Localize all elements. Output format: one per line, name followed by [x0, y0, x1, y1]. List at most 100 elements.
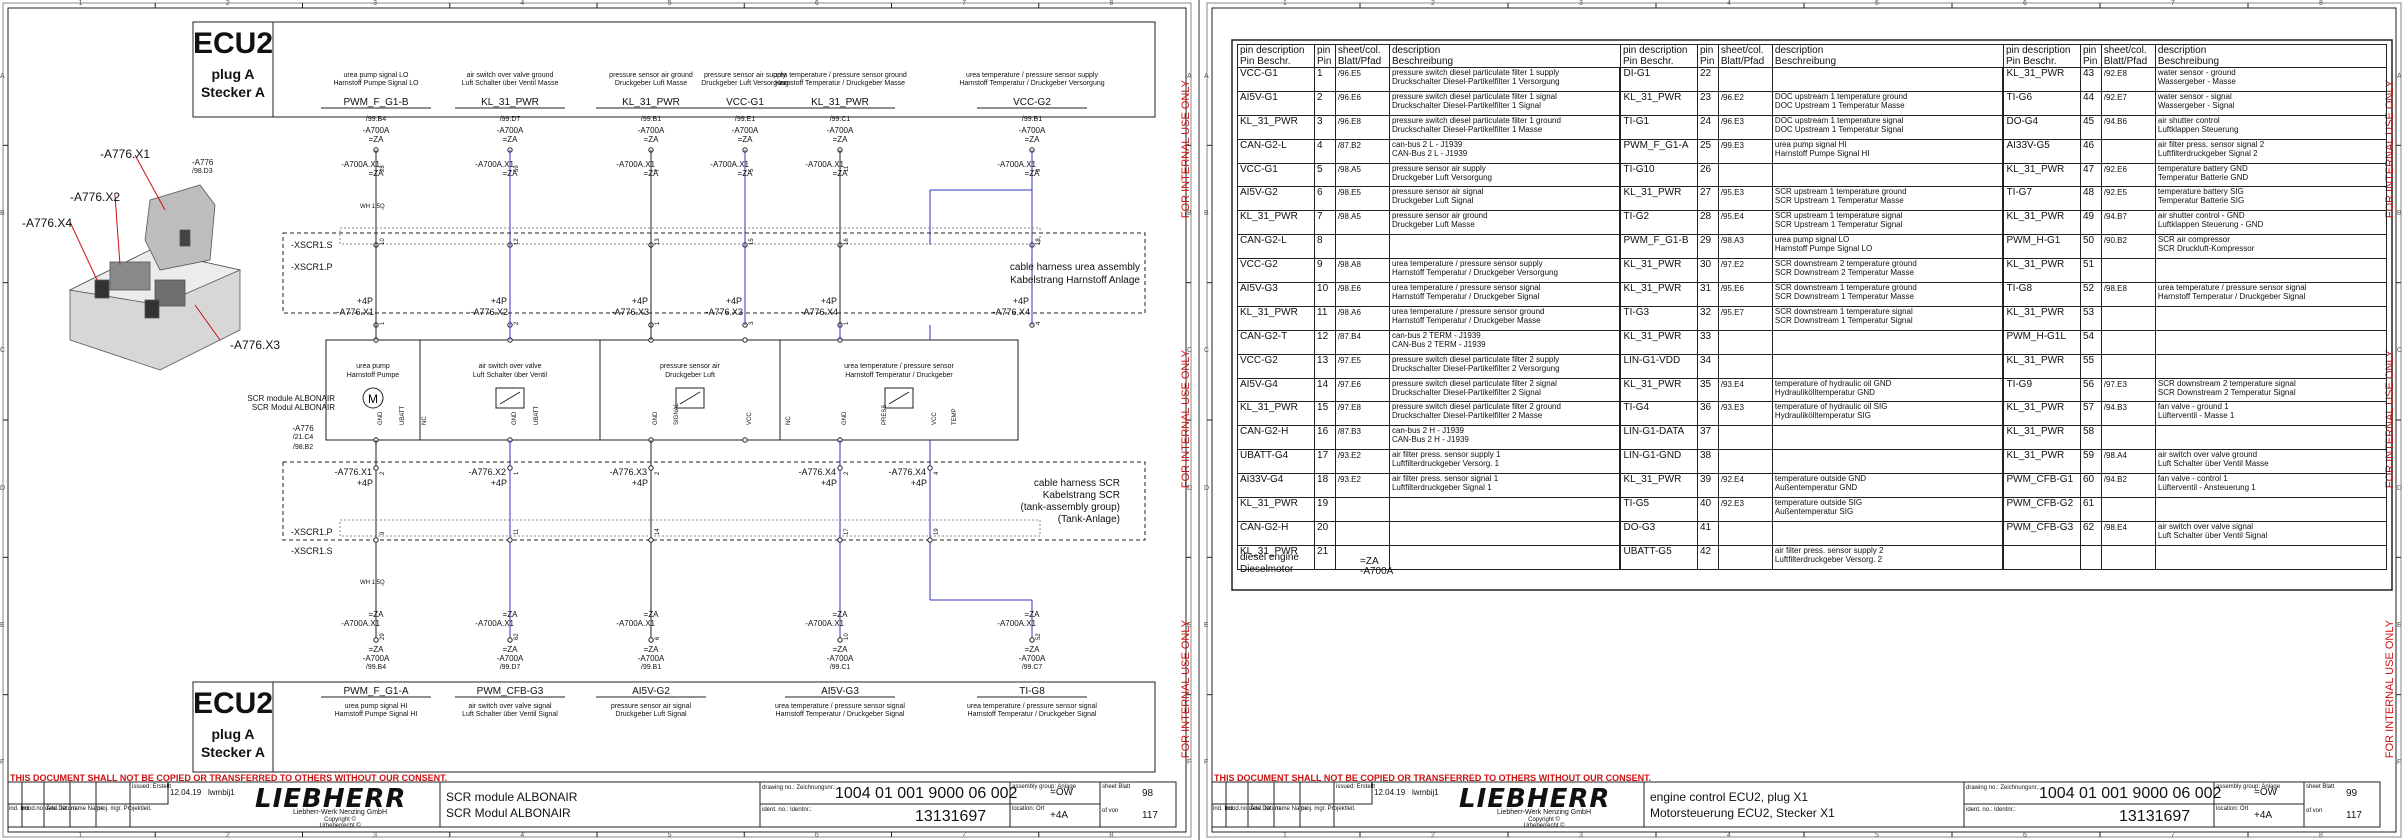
- conn-pin-number: 1: [844, 321, 850, 325]
- scr-module-box: [325, 339, 1019, 441]
- desc-en: urea temperature / pressure sensor signa…: [1391, 283, 1541, 293]
- module-block-en: urea pump: [356, 363, 390, 370]
- mod-label: date Datum: [1249, 806, 1281, 812]
- callout-x4: -A776.X4: [22, 216, 73, 230]
- desc-de: DOC Upstream 1 Temperatur Masse: [1774, 100, 1905, 110]
- mid-conn-name: -A776.X3: [705, 307, 743, 317]
- cell-ref: [2100, 305, 2156, 331]
- bot-pin-eq: =ZA: [1024, 610, 1040, 619]
- cell-desc: pressure switch diesel particulate filte…: [1388, 114, 1621, 140]
- issued-user: lwmbij1: [1412, 788, 1439, 797]
- right-sheet-row-letter: A: [2397, 72, 2402, 80]
- cable-bottom-de: Kabelstrang SCR: [1042, 490, 1120, 501]
- ident-label: ident. no.: Identnr.:: [762, 807, 812, 813]
- pin-eq2: =ZA: [832, 169, 848, 178]
- cell-pin: 58: [2079, 425, 2102, 451]
- bot-pin-eq: =ZA: [502, 610, 518, 619]
- desc-en: DOC upstream 1 temperature signal: [1774, 115, 1904, 125]
- pin-ref: /99.D7: [499, 116, 521, 123]
- cell-sig: KL_31_PWR: [1619, 329, 1699, 355]
- cell-ref: /98.A3: [1717, 234, 1773, 260]
- company-name: Liebherr-Werk Nenzing GmbH: [1496, 809, 1591, 816]
- cell-ref: /95.E7: [1717, 305, 1773, 331]
- cell-sig: AI5V-G4: [1236, 377, 1316, 403]
- pin-ref: /99.B1: [640, 116, 662, 123]
- cell-pin: 3: [1314, 114, 1336, 140]
- right-sheet-row-letter: B: [2397, 210, 2402, 217]
- location-label: location: Ort: [2216, 806, 2249, 812]
- cell-desc: [1771, 425, 2004, 451]
- cell-sig: CAN-G2-L: [1236, 234, 1316, 260]
- cell-ref: /93.E2: [1334, 473, 1390, 499]
- desc-de: Außentemperatur GND: [1774, 483, 1858, 493]
- assembly-label: assembly group: Anlage: [2216, 784, 2281, 790]
- desc-de: Harnstoff Temperatur / Druckgeber Signal: [2157, 292, 2306, 302]
- module-block-en: pressure sensor air: [660, 363, 720, 370]
- cell-sig: PWM_CFB-G2: [2002, 497, 2081, 522]
- desc-de: Wassergeber - Signal: [2157, 100, 2235, 110]
- bottom-xscr-pin: 17: [844, 528, 850, 535]
- left-sheet-row-letter: C: [1187, 347, 1193, 355]
- cable-harness-bottom: [282, 461, 1146, 541]
- bot-pin-conn: -A700A.X1: [341, 619, 380, 628]
- module-block-en: air switch over valve: [478, 363, 542, 370]
- left-sheet-col-number: 7: [962, 832, 967, 839]
- cell-desc: [2154, 544, 2388, 570]
- pin-desc-en: urea temperature / pressure sensor suppl…: [966, 72, 1098, 79]
- mod-cell: [95, 781, 131, 805]
- cell-ref: /96.E2: [1717, 90, 1773, 116]
- bottom-conn-pin: 1: [514, 471, 520, 475]
- sheet-number: 98: [1142, 788, 1154, 799]
- callout-line: [114, 194, 121, 266]
- pin-eq2: =ZA: [737, 169, 753, 178]
- company-name: Liebherr-Werk Nenzing GmbH: [292, 809, 387, 816]
- pin-signal: PWM_F_G1-B: [343, 97, 409, 108]
- bot-pin-conn2: -A700A: [826, 654, 854, 663]
- module-pin-label: VCC: [747, 412, 753, 425]
- copyright: Copyright ©: [324, 817, 356, 823]
- desc-en: air switch over valve ground: [2157, 450, 2258, 460]
- mod-cell: [21, 781, 45, 805]
- desc-de: Temperatur Batterie SIG: [2157, 196, 2245, 206]
- cell-sig: TI-G5: [1619, 497, 1699, 522]
- cell-desc: urea temperature / pressure sensor signa…: [1388, 282, 1621, 307]
- cell-desc: [1771, 329, 2004, 355]
- bot-pin-ref: /99.B4: [365, 664, 387, 671]
- left-sheet-col-number: 3: [373, 0, 378, 7]
- cell-sig: KL_31_PWR: [2002, 258, 2081, 284]
- terminal-dot: [1029, 637, 1035, 643]
- cell-ref: [2100, 497, 2156, 522]
- cell-desc: [1771, 67, 2004, 92]
- cell-ref: /92.E8: [2100, 67, 2156, 92]
- cell-sig: TI-G10: [1619, 162, 1699, 188]
- sheet-title-en: SCR module ALBONAIR: [446, 790, 578, 804]
- mod-cell: [1211, 781, 1227, 805]
- header-de: Beschreibung: [1391, 56, 1454, 67]
- pin-eq2: =ZA: [502, 169, 518, 178]
- ecu-bottom-plug: plug A: [211, 726, 255, 742]
- bot-pin-signal: PWM_CFB-G3: [476, 686, 544, 697]
- desc-en: air switch over valve signal: [2157, 521, 2254, 531]
- cell-pin: 28: [1697, 210, 1719, 236]
- desc-en: fan valve - ground 1: [2157, 402, 2229, 412]
- mid-conn-plus: +4P: [356, 296, 373, 306]
- cell-ref: [1334, 497, 1390, 522]
- header-cell: sheet/col.Blatt/Pfad: [1717, 44, 1773, 68]
- issued-user: lwmbij1: [208, 788, 235, 797]
- cell-pin: 56: [2079, 377, 2102, 403]
- cell-ref: /92.E3: [1717, 497, 1773, 522]
- side-internal-use: FOR INTERNAL USE ONLY: [1180, 350, 1192, 489]
- cell-pin: 10: [1314, 282, 1336, 307]
- left-sheet-col-number: 4: [520, 832, 525, 839]
- desc-de: Wassergeber - Masse: [2157, 77, 2236, 86]
- footer-conn: -A700A: [1360, 566, 1394, 577]
- xscr-p-label: -XSCR1.P: [291, 527, 333, 537]
- cell-pin: 11: [1314, 305, 1336, 331]
- cell-desc: [2154, 425, 2388, 451]
